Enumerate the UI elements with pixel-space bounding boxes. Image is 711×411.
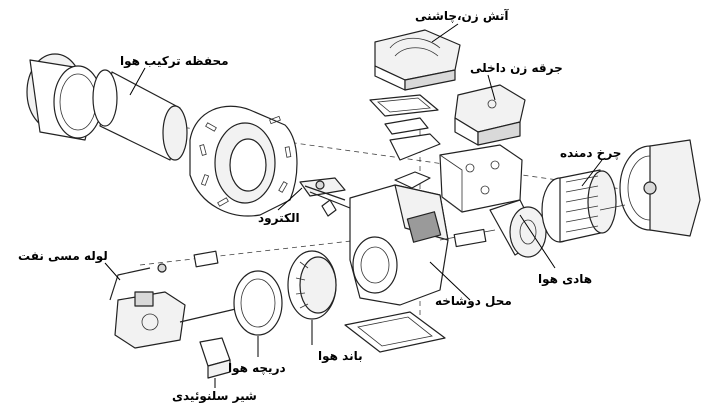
- air-tube: [92, 69, 188, 161]
- oil-pump: [114, 291, 241, 349]
- label-housing: محل دوشاخه: [435, 294, 512, 309]
- leader-lines: [104, 23, 603, 388]
- flange-ring: [26, 53, 103, 141]
- burner-housing: [349, 171, 496, 306]
- label-electrode: الکترود: [258, 211, 300, 226]
- label-air-band: باند هوا: [318, 349, 363, 364]
- air-damper-ring: [233, 270, 283, 336]
- label-mounting-flange: محفظه ترکیب هوا: [120, 54, 229, 69]
- copper-oil-tube: [109, 250, 219, 301]
- label-air-damper: دریچه هوا: [228, 361, 286, 376]
- label-copper-oil-tube: لوله مسی نفت: [18, 249, 108, 264]
- label-igniter: آتش زن،چاشنی: [415, 8, 509, 23]
- mounting-flange-plate: [189, 105, 298, 217]
- electrode-assembly: [299, 177, 351, 217]
- label-solenoid-valve: شیر سلنوئیدی: [172, 389, 257, 404]
- fan-wheel: [541, 169, 617, 243]
- label-inner-igniter-box: جرقه زن داخلی: [470, 61, 563, 75]
- air-guide-cone: [489, 199, 547, 258]
- motor: [599, 139, 701, 237]
- solenoid-valve: [199, 337, 231, 379]
- gasket-stack: [369, 94, 441, 161]
- inner-igniter-box: [454, 84, 526, 146]
- label-fan-wheel: چرخ دمنده: [560, 146, 621, 160]
- label-air-guide: هادی هوا: [538, 272, 592, 287]
- igniter-unit: [374, 29, 461, 91]
- bracket-box: [439, 144, 523, 213]
- air-band-ring: [287, 250, 337, 320]
- base-plate: [344, 311, 446, 353]
